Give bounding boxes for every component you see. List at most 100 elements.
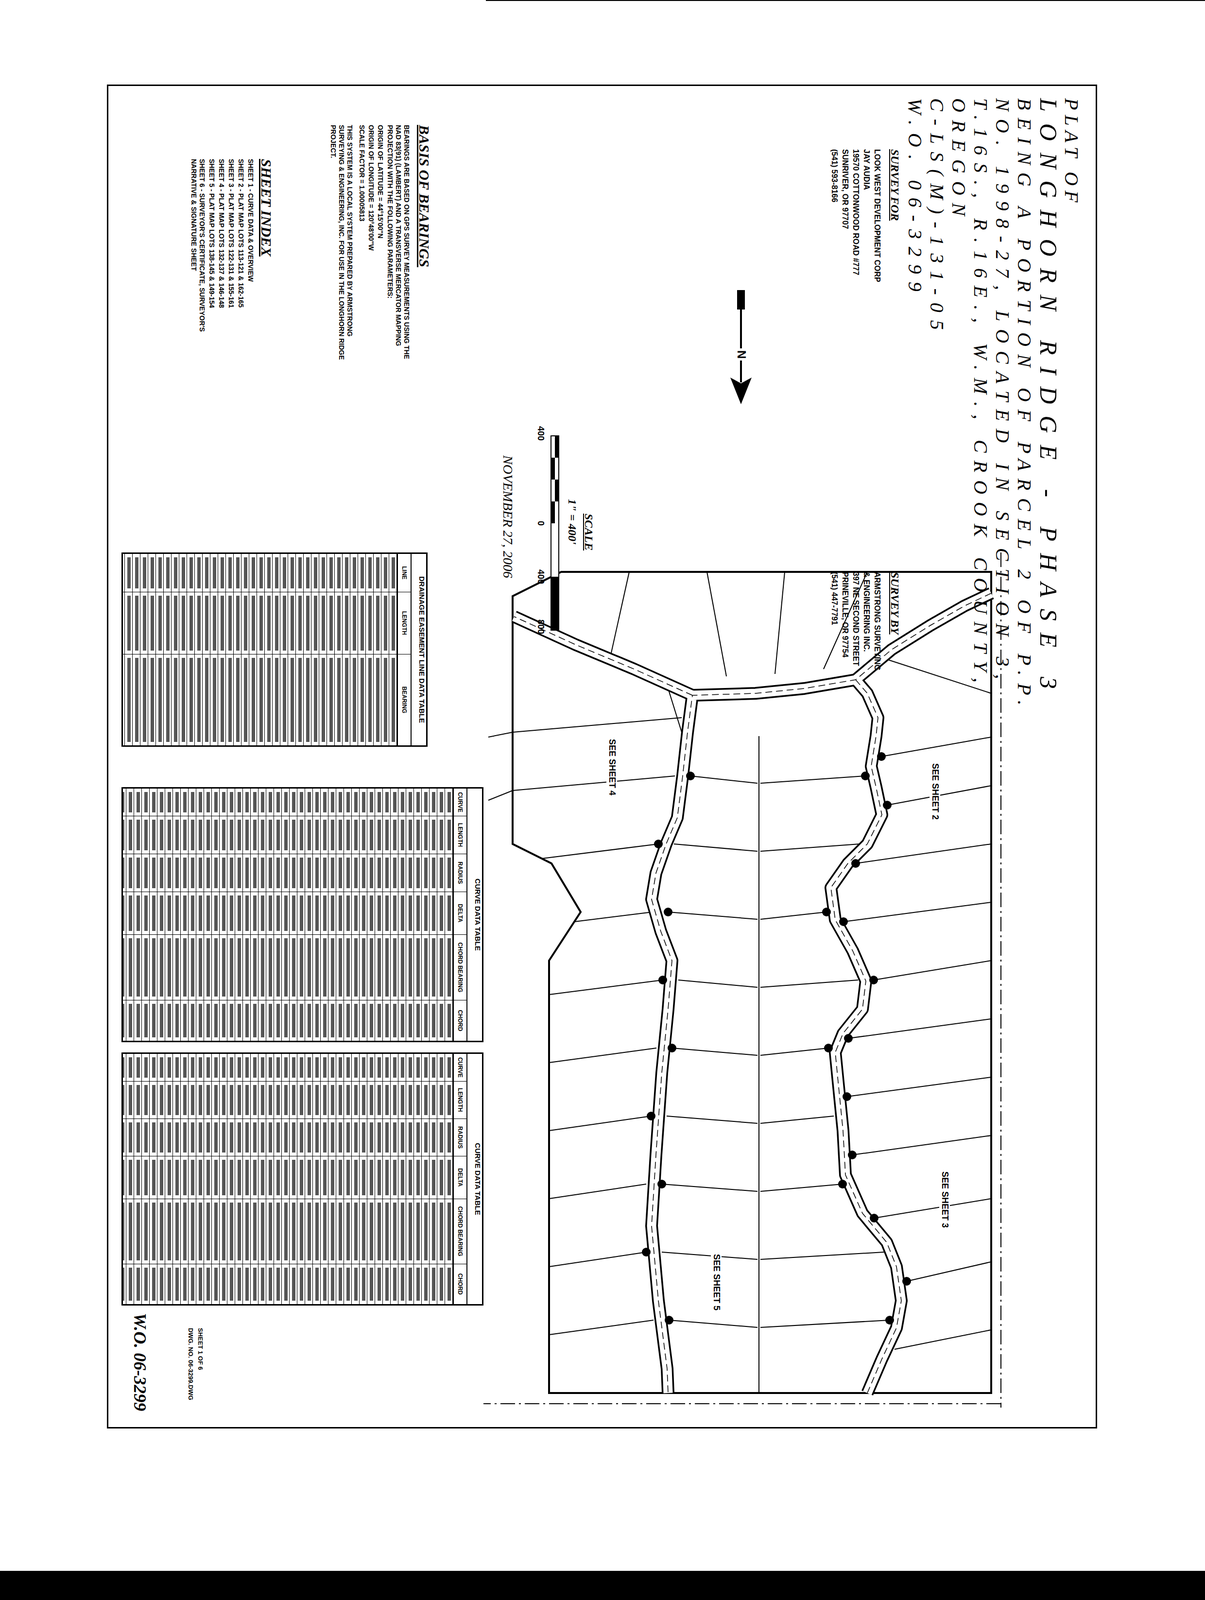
scale-number: 400 [534, 426, 546, 441]
map-linework [574, 912, 653, 922]
table-column [122, 854, 453, 893]
title-line: PLAT OF [1060, 98, 1083, 207]
title-line: NO. 1998-27, LOCATED IN SECTION 3, [991, 98, 1014, 687]
column-header: CHORD BEARING [453, 1199, 467, 1265]
lot-corner-dot [885, 1315, 895, 1325]
map-linework [550, 457, 555, 480]
lot-corner-dot [851, 859, 861, 868]
address-line: 397 NE SECOND STREET [851, 571, 861, 667]
block-heading: SURVEY BY [888, 571, 902, 635]
address-line: & ENGINEERING INC. [861, 571, 872, 652]
map-linework [549, 1184, 647, 1199]
lot-corner-dot [822, 907, 831, 917]
map-linework [881, 737, 992, 757]
map-linework [760, 775, 866, 784]
address-line: ARMSTRONG SURVEYING [872, 571, 882, 671]
data-table: DRAINAGE EASEMENT LINE DATA TABLELINELEN… [121, 552, 428, 747]
map-linework [730, 377, 752, 405]
map-linework [760, 1320, 890, 1328]
sheet-index-line: SHEET 5 - PLAT MAP LOTS 138-145 & 149-15… [207, 158, 216, 309]
lot-corner-dot [869, 975, 878, 985]
table-column [122, 1264, 453, 1305]
data-table: CURVE DATA TABLECURVELENGTHRADIUSDELTACH… [121, 787, 484, 1043]
scale-bar [550, 435, 559, 631]
plat-sheet: LONGHORN RIDGE - PHASE 3PLAT OFBEING A P… [106, 84, 1098, 1429]
map-linework [671, 1048, 758, 1056]
map-linework [760, 1116, 834, 1124]
column-header: CHORD BEARING [453, 934, 467, 1001]
lot-corner-dot [646, 1111, 656, 1121]
title-line: T.16S., R.16E., W.M., CROOK COUNTY, [969, 98, 992, 691]
address-line: JAY AUDIA [861, 149, 872, 190]
column-header: CHORD [453, 1264, 467, 1305]
map-linework [894, 1329, 992, 1350]
lot-corner-dot [838, 1179, 847, 1189]
column-header: DELTA [453, 1156, 467, 1200]
table-column [122, 553, 397, 593]
table-column [122, 788, 453, 817]
address-line: (541) 447-7791 [829, 571, 840, 625]
note-text: ORIGIN OF LONGITUDE = 120°48'00"W [366, 124, 376, 251]
map-linework [855, 843, 992, 864]
lot-corner-dot [839, 917, 848, 927]
map-linework [609, 571, 630, 660]
lot-corner-dot [869, 1213, 879, 1223]
lot-corner-dot [657, 1179, 667, 1189]
road-line [651, 593, 992, 1394]
address-line: SUNRIVER, OR 97707 [840, 149, 850, 230]
note-text: BEARINGS ARE BASED ON GPS SURVEY MEASURE… [386, 124, 411, 368]
lot-corner-dot [654, 839, 663, 849]
table-title: CURVE DATA TABLE [466, 788, 482, 1041]
lot-corner-dot [686, 771, 695, 781]
map-linework [512, 571, 992, 1394]
map-linework [760, 843, 860, 852]
lot-corner-dot [882, 800, 892, 810]
sheet-reference: SEE SHEET 3 [939, 1169, 950, 1230]
map-linework [760, 1184, 843, 1192]
map-linework [666, 1116, 758, 1124]
title-line: BEING A PORTION OF PARCEL 2 OF P.P. [1013, 98, 1035, 714]
address-line: 19570 COTTONWOOD ROAD #777 [851, 149, 861, 276]
drawing-number: DWG. NO. 06-3299.DWG [186, 1327, 195, 1401]
column-header: CURVE [453, 1053, 467, 1082]
map-linework [740, 309, 742, 383]
column-header: RADIUS [453, 1118, 467, 1157]
table-header-row: LINELENGTHBEARING [396, 553, 411, 746]
sheet-reference: SEE SHEET 4 [606, 737, 618, 798]
scale-number: 0 [534, 520, 546, 526]
address-line: (541) 593-8166 [829, 149, 840, 203]
sheet-index-line: SHEET 1 - CURVE DATA & OVERVIEW [246, 158, 255, 282]
map-linework [852, 1135, 992, 1155]
lot-corner-dot [641, 1247, 651, 1257]
lot-corner-dot [663, 907, 673, 917]
table-column [122, 934, 453, 1001]
map-linework [846, 1077, 992, 1097]
address-line: LOOK WEST DEVELOPMENT CORP [872, 149, 882, 283]
map-linework [760, 980, 859, 988]
table-column [122, 1118, 453, 1157]
map-linework [512, 775, 675, 791]
table-body [122, 788, 453, 1041]
column-header: DELTA [453, 892, 467, 935]
note-text: THIS SYSTEM IS A LOCAL SYSTEM PREPARED B… [329, 124, 354, 368]
map-linework [690, 775, 758, 784]
work-order: W.O. 06-3299 [129, 1312, 150, 1412]
road-line [830, 679, 902, 1394]
address-line: PRINEVILLE, OR 97754 [840, 571, 850, 658]
table-body [122, 1053, 453, 1305]
map-linework [512, 717, 682, 733]
map-linework [758, 736, 760, 1394]
column-header: RADIUS [453, 854, 467, 893]
sheet-number: SHEET 1 OF 6 [196, 1327, 205, 1371]
map-linework [641, 752, 912, 1325]
road-line [514, 616, 693, 696]
note-text: ORIGIN OF LATITUDE = 44°15'00"N [376, 124, 385, 239]
table-column [122, 1053, 453, 1082]
map-linework [760, 1048, 829, 1056]
lot-corner-dot [877, 752, 886, 761]
scale-ratio: 1" = 400' [566, 499, 579, 545]
plat-date: NOVEMBER 27, 2006 [499, 455, 516, 579]
note-text: SCALE FACTOR = 1.00005813 [357, 124, 366, 222]
lot-corner-dot [847, 1150, 857, 1160]
map-linework [668, 912, 758, 920]
